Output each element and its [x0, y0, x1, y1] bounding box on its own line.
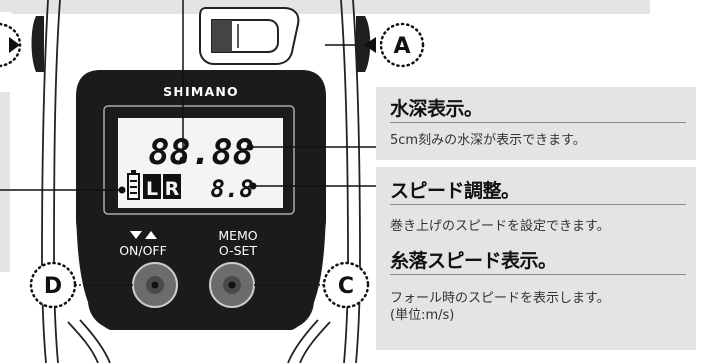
- speed-adjust-divider: [390, 204, 686, 205]
- indicator-l-box: [143, 174, 161, 199]
- callout-d-label: D: [44, 274, 62, 299]
- depth-title: 水深表示。: [390, 98, 483, 120]
- callout-c-label: C: [338, 274, 354, 299]
- leader-dot-speed: [249, 182, 257, 190]
- lcd-frame: [103, 105, 295, 215]
- leader-lines: [0, 0, 376, 286]
- speed-info-panel: [376, 167, 696, 350]
- leader-dot-depth-right: [246, 143, 254, 151]
- fall-speed-divider: [390, 274, 686, 275]
- switch-slider-icon[interactable]: [199, 7, 300, 65]
- leader-dot-c: [228, 281, 236, 289]
- depth-info-panel: [376, 87, 696, 160]
- lcd-indicator-l: L: [146, 178, 158, 200]
- callout-a-label: A: [393, 34, 410, 59]
- right-side-knob: [356, 16, 371, 72]
- fall-speed-description-line1: フォール時のスピードを表示します。: [390, 291, 610, 306]
- button-right-label-oset: O-SET: [219, 243, 258, 258]
- lcd-speed-digits: 8.8: [210, 175, 253, 203]
- callout-left-partial: [0, 22, 22, 68]
- leader-dot-d: [151, 281, 159, 289]
- indicator-r-box: [163, 174, 181, 199]
- brand-logo: SHIMANO: [163, 84, 239, 99]
- button-left-label: ON/OFF: [119, 243, 167, 258]
- leader-dot-battery: [118, 186, 126, 194]
- left-side-knob: [31, 16, 44, 72]
- fall-speed-title: 糸落スピード表示。: [390, 250, 557, 272]
- lcd-depth-digits: 88.88: [148, 133, 253, 173]
- battery-icon: [127, 170, 140, 200]
- leader-dot-depth: [179, 156, 187, 164]
- callout-c: C: [322, 261, 370, 309]
- top-strip-panel: [12, 0, 650, 14]
- fall-speed-description-line2: (単位:m/s): [390, 308, 455, 323]
- depth-divider: [390, 122, 686, 123]
- left-side-panel: [0, 92, 10, 272]
- speed-adjust-description: 巻き上げのスピードを設定できます。: [390, 219, 610, 234]
- depth-description: 5cm刻みの水深が表示できます。: [390, 133, 586, 148]
- down-triangle-icon: [130, 231, 142, 239]
- top-left-panel: [0, 0, 12, 12]
- callout-d: D: [29, 261, 77, 309]
- fall-speed-description: フォール時のスピードを表示します。 (単位:m/s): [390, 290, 610, 324]
- speed-adjust-title: スピード調整。: [390, 180, 520, 202]
- callout-a: A: [364, 22, 425, 68]
- up-triangle-icon: [145, 231, 157, 239]
- lcd-indicator-r: R: [165, 178, 180, 200]
- button-right-label-memo: MEMO: [218, 228, 257, 243]
